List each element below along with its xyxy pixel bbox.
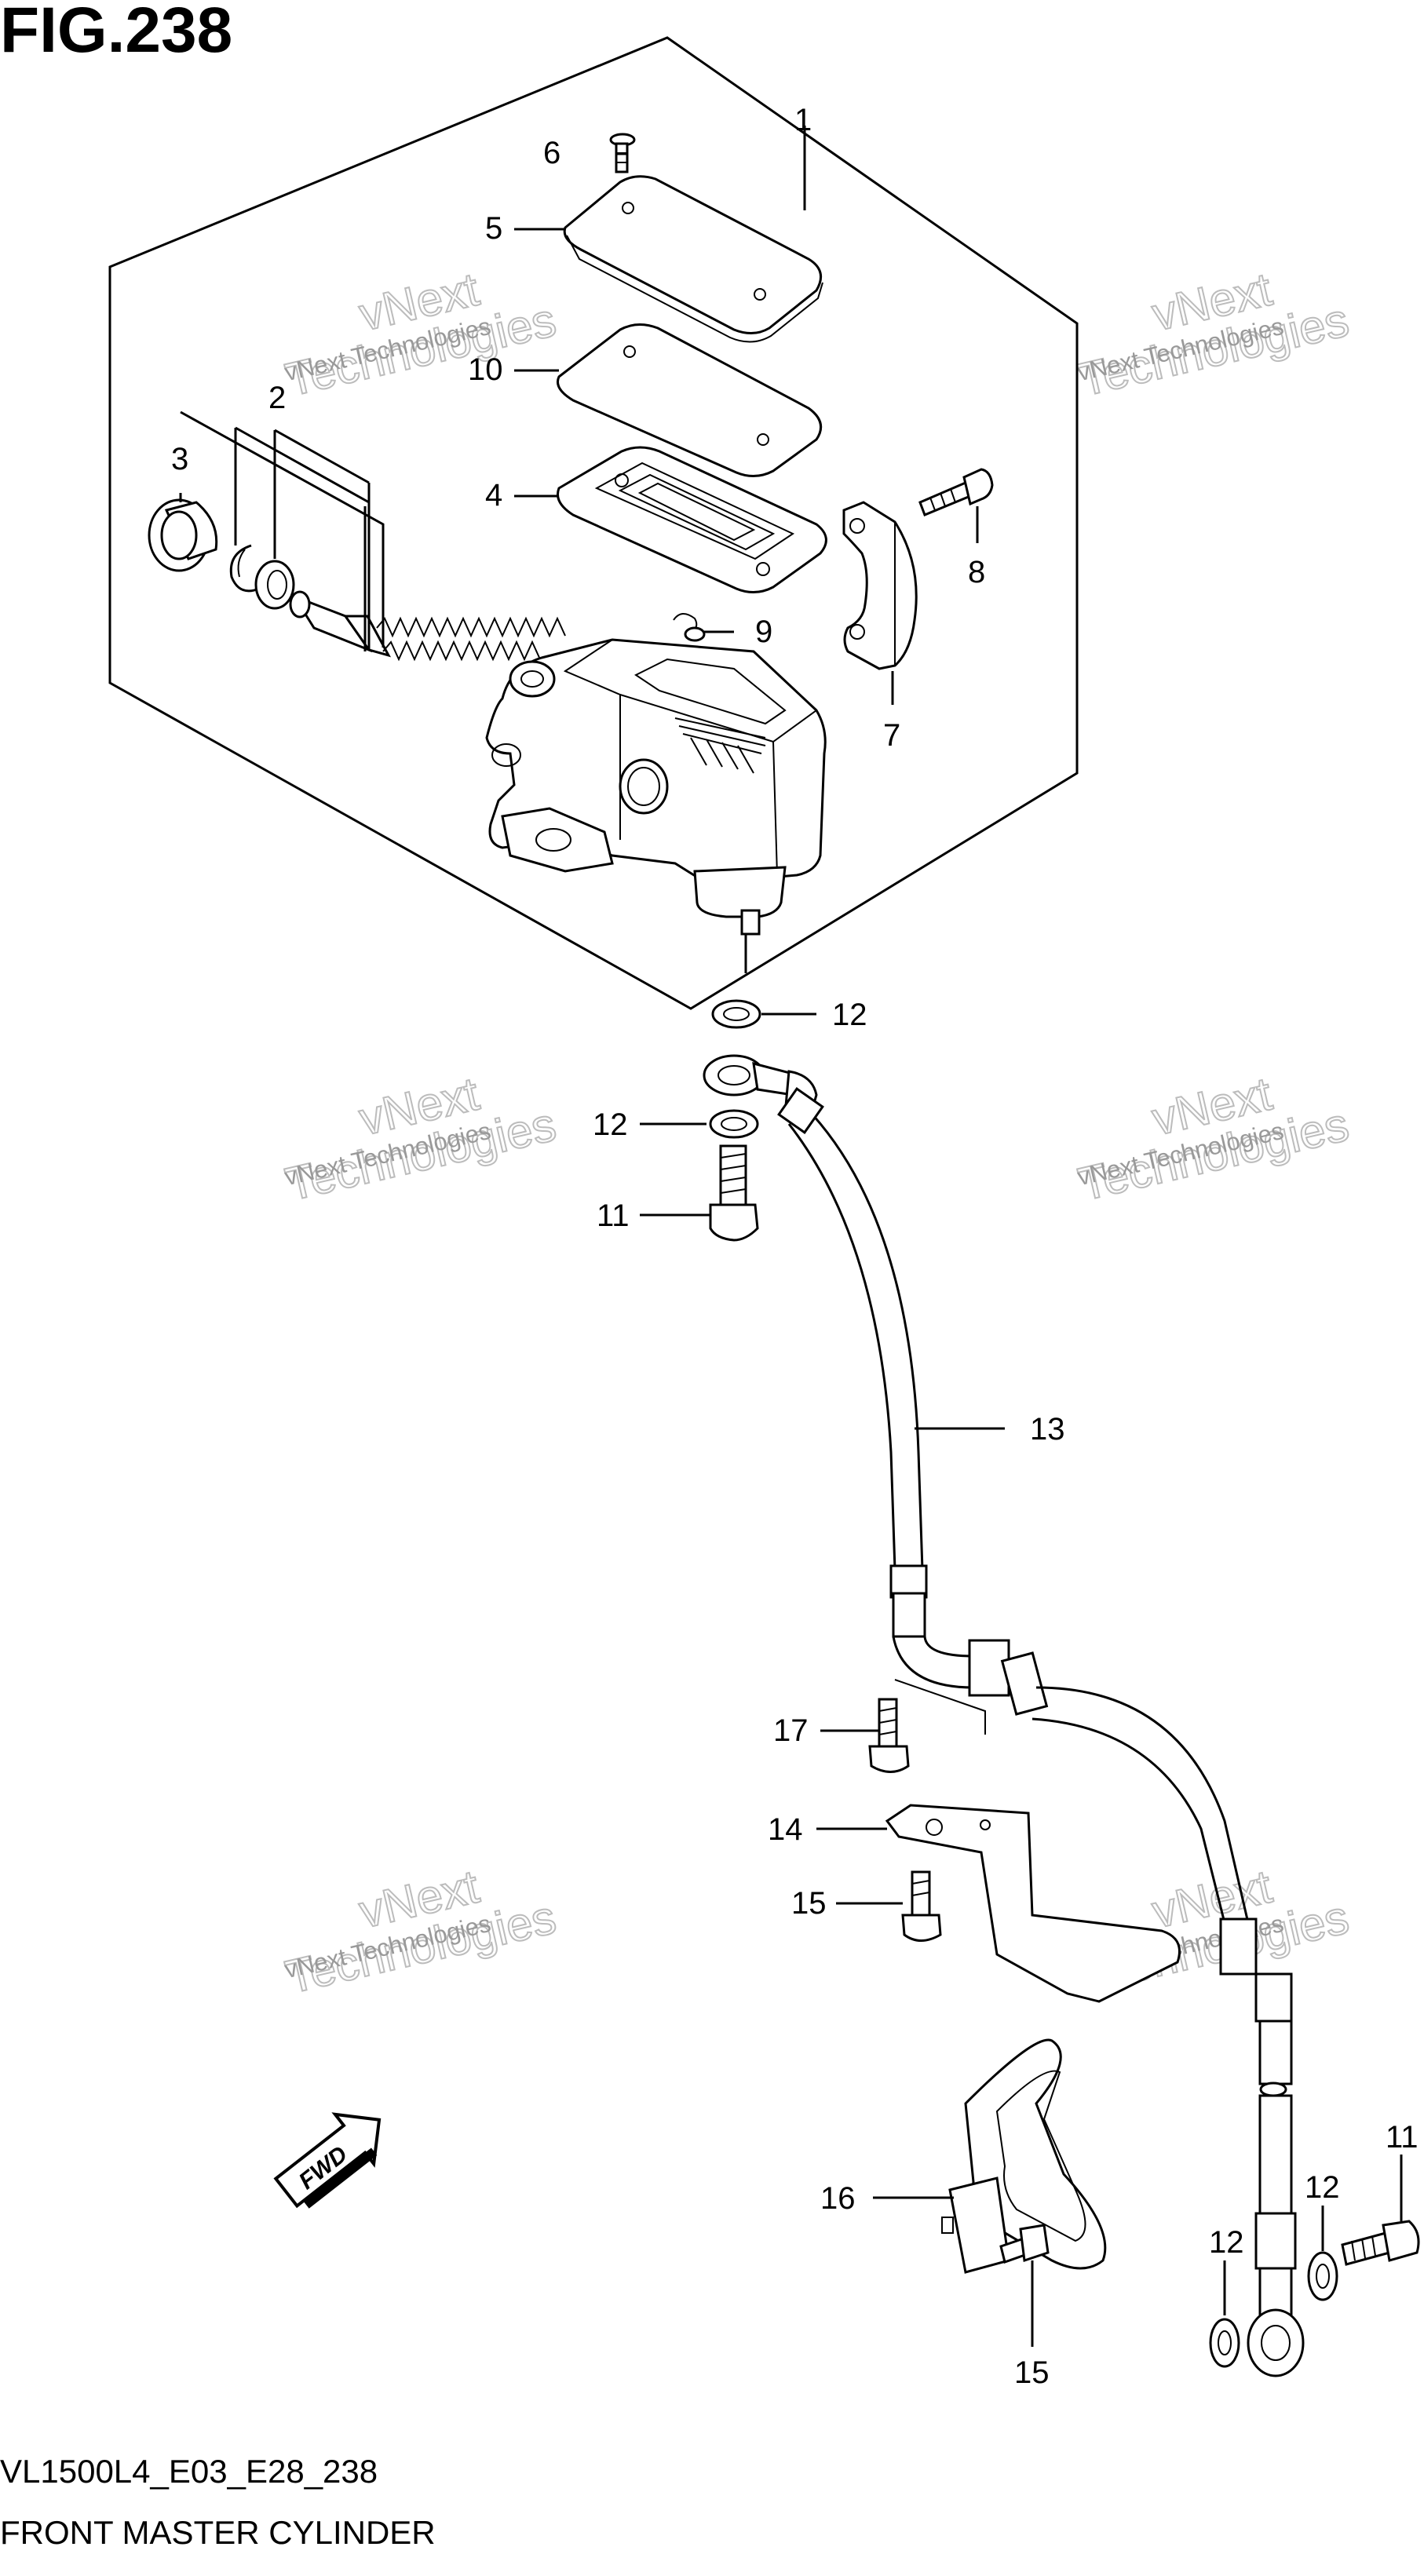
- part-11-banjo-bolt-lower: [1341, 2220, 1420, 2266]
- part-12-washer-lower-left: [1209, 2318, 1240, 2368]
- watermark-top-right: Technologies vNext vNext Technologies: [1073, 262, 1354, 407]
- callout-labels: 1 6 5 10 2 3 4 8 9 7 12 12 11 13 17 14 1…: [171, 103, 1419, 2390]
- part-17-bolt: [868, 1698, 910, 1773]
- part-4-diaphragm: [557, 446, 827, 593]
- callout-2: 2: [268, 381, 286, 415]
- watermark-top-left: Technologies vNext vNext Technologies: [280, 262, 561, 407]
- piston-and-spring: [289, 590, 566, 662]
- callout-12-mid: 12: [593, 1107, 628, 1142]
- part-15-bolt-upper: [901, 1870, 942, 1942]
- part-5-reservoir-cap: [563, 175, 823, 343]
- figure-name: FRONT MASTER CYLINDER: [0, 2514, 436, 2551]
- callout-8: 8: [968, 555, 985, 589]
- part-2-circlip: [229, 544, 260, 593]
- callout-3: 3: [171, 442, 188, 476]
- callout-12-upper: 12: [832, 998, 867, 1032]
- part-12-washer-mid: [709, 1109, 759, 1139]
- bracket-tab: [894, 1679, 986, 1735]
- callout-1: 1: [794, 103, 812, 137]
- part-15-bolt-lower: [999, 2224, 1050, 2264]
- callout-4: 4: [485, 478, 502, 513]
- callout-15-upper: 15: [791, 1886, 827, 1921]
- part-12-washer-upper: [711, 999, 761, 1029]
- callout-11-lower: 11: [1386, 2120, 1419, 2155]
- master-cylinder-body: [485, 638, 827, 936]
- part-7-clamp: [842, 501, 918, 670]
- part-11-banjo-bolt-upper: [709, 1144, 759, 1242]
- part-2-seal: [254, 560, 295, 610]
- callout-7: 7: [883, 718, 900, 753]
- fwd-arrow-icon: FWD: [273, 2112, 382, 2209]
- callout-15-lower: 15: [1014, 2355, 1050, 2390]
- lower-hose: [1247, 1972, 1305, 2377]
- callout-10: 10: [468, 352, 503, 387]
- part-12-washer-lower-right: [1307, 2251, 1338, 2301]
- callout-12-lower-right: 12: [1305, 2170, 1340, 2205]
- assembly-outline: [108, 36, 1079, 1010]
- callout-17: 17: [773, 1713, 809, 1748]
- callout-9: 9: [755, 615, 772, 649]
- part-9-clip: [673, 613, 706, 642]
- part-16-hose-guide: [941, 2038, 1107, 2274]
- watermark-low-left: Technologies vNext vNext Technologies: [280, 1859, 561, 2005]
- part-3-boot: [148, 498, 218, 572]
- callout-13: 13: [1030, 1412, 1065, 1447]
- watermark-mid-left: Technologies vNext vNext Technologies: [280, 1067, 561, 1212]
- figure-title: FIG.238: [0, 0, 233, 66]
- callout-6: 6: [543, 136, 560, 170]
- callout-11-upper: 11: [597, 1199, 630, 1233]
- callout-16: 16: [820, 2181, 856, 2216]
- part-14-bracket: [885, 1804, 1181, 2003]
- leader-lines-top: [179, 126, 979, 973]
- part-6-screw: [609, 133, 636, 173]
- part-10-plate: [557, 323, 823, 477]
- model-code: VL1500L4_E03_E28_238: [0, 2453, 378, 2490]
- callout-14: 14: [768, 1812, 803, 1847]
- part-8-bolt: [918, 468, 994, 516]
- callout-12-lower-left: 12: [1209, 2225, 1244, 2260]
- watermark-mid-right: Technologies vNext vNext Technologies: [1073, 1067, 1354, 1212]
- callout-5: 5: [485, 211, 502, 246]
- part-13-brake-hose: [777, 1087, 1258, 1976]
